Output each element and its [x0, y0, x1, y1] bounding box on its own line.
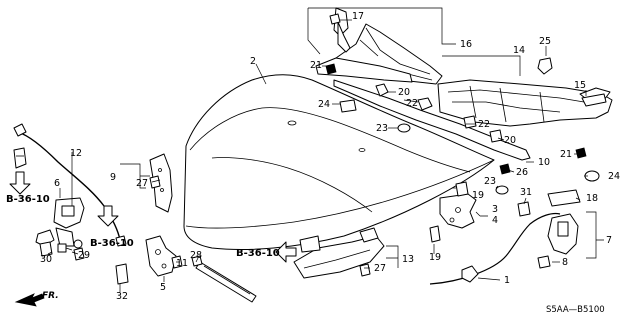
callout-20a: 20 [398, 87, 410, 98]
callout-4: 4 [492, 215, 498, 226]
callout-1: 1 [504, 275, 510, 286]
callout-7: 7 [606, 235, 612, 246]
callout-14: 14 [513, 45, 525, 56]
front-label: FR. [42, 291, 59, 301]
callout-19a: 19 [472, 190, 484, 201]
rod-holder-clip[interactable] [13, 147, 27, 169]
hood-release-cable[interactable] [429, 212, 561, 285]
hood-latch[interactable] [53, 197, 85, 247]
callout-19b: 19 [429, 252, 441, 263]
callout-3: 3 [492, 204, 498, 215]
diagram-code: S5AA—B5100 [546, 305, 605, 315]
callout-12: 12 [70, 148, 82, 159]
callout-29: 29 [78, 250, 90, 261]
callout-16: 16 [460, 39, 472, 50]
hood-stay-rod[interactable] [195, 261, 257, 303]
cowl-top-bracket[interactable] [315, 57, 413, 83]
callout-21b: 21 [560, 149, 572, 160]
callout-11: 11 [176, 258, 188, 269]
callout-27a: 27 [136, 178, 148, 189]
handle-screw[interactable] [537, 255, 551, 269]
callout-31: 31 [520, 187, 532, 198]
callout-6: 6 [54, 178, 60, 189]
hood-support-rod[interactable] [13, 123, 127, 247]
callout-25: 25 [539, 36, 551, 47]
hood-hinge-right[interactable] [439, 193, 477, 229]
callout-13: 13 [402, 254, 414, 265]
callout-9: 9 [110, 172, 116, 183]
callout-30: 30 [40, 254, 52, 265]
callout-26: 26 [516, 167, 528, 178]
callout-21a: 21 [310, 60, 322, 71]
callout-2: 2 [250, 56, 256, 67]
callout-27b: 27 [374, 263, 386, 274]
latch-cable-end[interactable] [73, 239, 83, 249]
clip-fasteners[interactable] [39, 13, 607, 285]
callout-23a: 23 [376, 123, 388, 134]
callout-8: 8 [562, 257, 568, 268]
callout-28: 28 [190, 250, 202, 261]
callout-20b: 20 [504, 135, 516, 146]
hood-panel[interactable] [183, 74, 495, 250]
reference-arrow-2 [97, 205, 119, 227]
hood-front-seal[interactable] [293, 227, 385, 279]
callout-17: 17 [352, 11, 364, 22]
callout-22b: 22 [478, 119, 490, 130]
callout-24a: 24 [318, 99, 330, 110]
reference-arrow-1 [9, 171, 31, 195]
callout-10: 10 [538, 157, 550, 168]
cowl-weatherstrip[interactable] [333, 79, 531, 161]
hood-release-handle[interactable] [547, 213, 579, 255]
reference-arrow-3 [275, 241, 297, 263]
reference-label-1: B-36-10 [6, 194, 50, 205]
reference-label-3: B-36-10 [236, 248, 280, 259]
reference-label-2: B-36-10 [90, 238, 134, 249]
latch-switch[interactable] [57, 243, 73, 253]
callout-5: 5 [160, 282, 166, 293]
callout-23b: 23 [484, 176, 496, 187]
callout-15: 15 [574, 80, 586, 91]
callout-32: 32 [116, 291, 128, 302]
callout-24b: 24 [608, 171, 620, 182]
callout-18: 18 [586, 193, 598, 204]
front-direction-arrow [14, 293, 45, 307]
callout-22a: 22 [406, 98, 418, 109]
leader-lines [47, 7, 604, 292]
